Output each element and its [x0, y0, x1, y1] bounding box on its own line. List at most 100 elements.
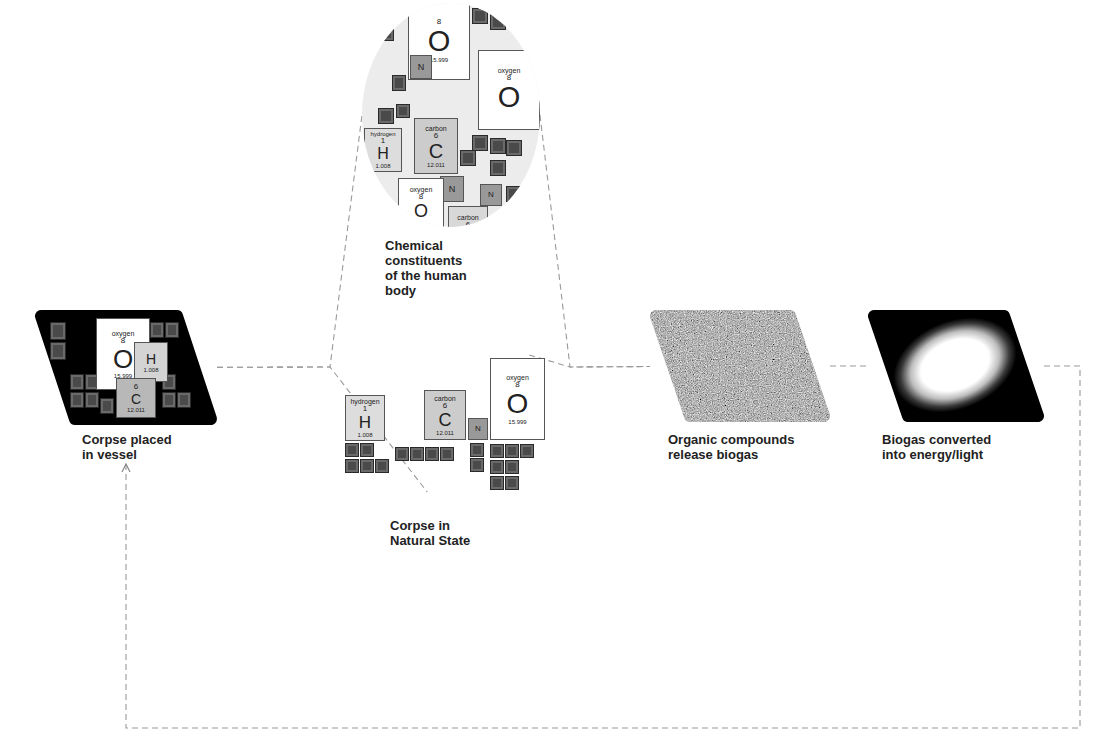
element-tile: H1.008 [134, 342, 168, 382]
atomic-number: 8 [419, 193, 423, 201]
element-symbol: O [428, 27, 451, 56]
element-name: carbon [457, 214, 478, 221]
element-tile: oxygen8O [398, 178, 444, 228]
node-shape: hydrogen1H1.008 carbon6C12.011Noxygen8O15… [340, 355, 550, 492]
element-tile: N [480, 184, 502, 206]
element-tile: N [468, 418, 488, 440]
minor-element-tile [392, 75, 406, 91]
element-name: hydrogen [350, 398, 379, 405]
shape-outline [868, 310, 1044, 422]
element-symbol: N [418, 63, 425, 72]
step-caption: Corpse in Natural State [390, 518, 490, 548]
element-name: oxygen [506, 374, 529, 381]
minor-element-tile [440, 447, 454, 461]
natural-state-step: hydrogen1H1.008 carbon6C12.011Noxygen8O15… [338, 355, 550, 555]
minor-element-tile [490, 444, 504, 458]
element-tile: carbon6C12.011 [414, 118, 458, 174]
step-caption: Chemical constituents of the human body [385, 238, 475, 298]
minor-element-tile [460, 150, 476, 166]
minor-element-tile [425, 447, 439, 461]
element-symbol: N [488, 191, 494, 199]
minor-element-tile [490, 14, 506, 30]
minor-element-tile [505, 476, 519, 490]
minor-element-tile [506, 140, 522, 156]
element-name: carbon [434, 395, 455, 402]
atomic-number: 8 [515, 381, 519, 389]
element-tile: hydrogen1H1.008 [364, 128, 402, 172]
minor-element-tile [472, 8, 488, 24]
element-tile: oxygen8O [478, 50, 540, 130]
atomic-mass: 1.008 [143, 367, 158, 373]
node-shape [650, 310, 830, 422]
node-shape: 8O15.999oxygen8Ohydrogen1H1.008carbon6C1… [362, 3, 540, 227]
minor-element-tile [378, 25, 394, 41]
element-name: carbon [425, 125, 446, 132]
step-caption: Organic compounds release biogas [668, 432, 818, 462]
biogas-release-step: Organic compounds release biogas [648, 308, 833, 473]
atomic-mass: 15.999 [430, 57, 448, 63]
minor-element-tile [490, 138, 506, 154]
connector-group [126, 115, 1080, 728]
dashed-flow-line [830, 365, 868, 366]
vessel-panel [41, 316, 211, 419]
minor-element-tile [360, 443, 374, 457]
atomic-mass: 15.999 [508, 419, 526, 425]
element-symbol: N [449, 185, 456, 194]
element-symbol: C [429, 141, 443, 161]
biogas-texture [656, 316, 824, 416]
atomic-number: 8 [121, 337, 125, 345]
element-tile: hydrogen1H1.008 [345, 395, 385, 441]
minor-element-tile [395, 447, 409, 461]
element-symbol: O [113, 346, 133, 372]
atomic-number: 6 [434, 132, 438, 140]
atomic-mass: 12.011 [436, 430, 454, 436]
element-name: oxygen [112, 330, 135, 337]
minor-element-tile [490, 460, 504, 474]
dashed-flow-line [529, 355, 650, 367]
vessel-step: oxygen8O15.999H1.0086C12.011Corpse place… [30, 308, 222, 464]
element-symbol: H [359, 414, 371, 431]
minor-element-tile [50, 322, 66, 340]
element-symbol: N [475, 425, 481, 433]
minor-element-tile [506, 186, 522, 202]
atomic-number: 6 [466, 221, 470, 229]
element-symbol: H [377, 146, 389, 162]
minor-element-tile [70, 374, 84, 390]
dashed-flow-line [540, 115, 650, 367]
minor-element-tile [490, 476, 504, 490]
minor-element-tile [70, 392, 84, 408]
shape-outline [650, 310, 830, 422]
minor-element-tile [162, 392, 176, 408]
element-name: oxygen [498, 67, 521, 74]
step-caption: Corpse placed in vessel [82, 432, 182, 462]
element-symbol: O [498, 83, 521, 112]
minor-element-tile [177, 392, 191, 408]
minor-element-tile [85, 392, 99, 408]
node-shape: oxygen8O15.999H1.0086C12.011 [35, 310, 217, 425]
atomic-mass: 12.011 [427, 162, 445, 168]
atomic-number: 6 [443, 402, 447, 410]
atomic-mass: 12.011 [127, 407, 145, 413]
element-symbol: C [131, 392, 141, 406]
node-shape [868, 310, 1044, 422]
minor-element-tile [150, 322, 164, 338]
minor-element-tile [520, 444, 534, 458]
element-tile: carbon6C12.011 [424, 390, 466, 440]
minor-element-tile [345, 443, 359, 457]
element-symbol: H [146, 352, 156, 366]
element-tile: N [410, 55, 432, 79]
element-symbol: O [507, 390, 529, 418]
minor-element-tile [378, 108, 394, 124]
element-tiles [868, 310, 1044, 422]
minor-element-tile [470, 443, 484, 457]
minor-element-tile [396, 104, 410, 118]
atomic-number: 1 [363, 405, 367, 413]
atomic-number: 8 [437, 18, 441, 26]
atomic-mass: 1.008 [357, 432, 372, 438]
element-symbol: O [414, 202, 428, 220]
minor-element-tile [50, 342, 66, 360]
minor-element-tile [165, 322, 179, 338]
constituents-circle: 8O15.999oxygen8Ohydrogen1H1.008carbon6C1… [360, 0, 545, 305]
minor-element-tile [410, 447, 424, 461]
